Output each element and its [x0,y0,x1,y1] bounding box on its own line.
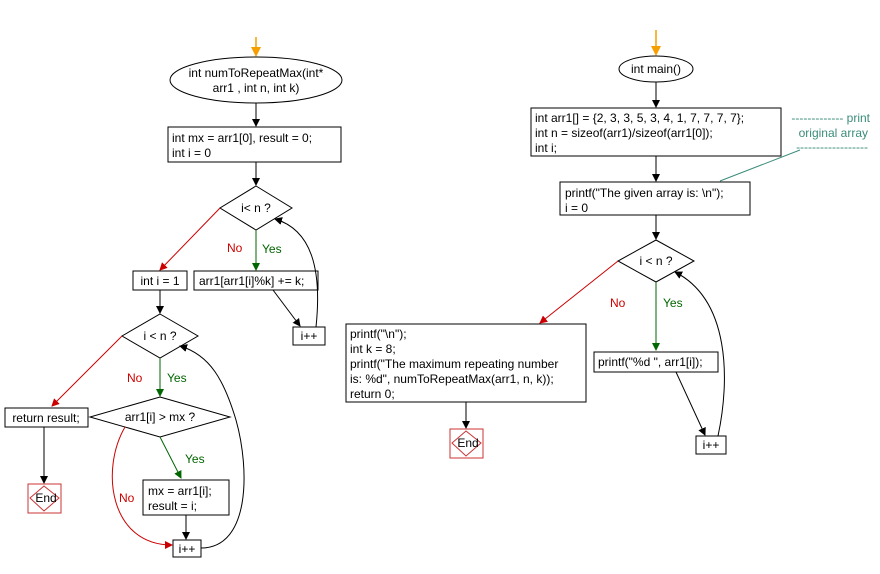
init-box [167,126,342,163]
cond2-no-label: No [127,371,143,385]
comment-connector [719,149,801,182]
init-line1: int mx = arr1[0], result = 0; [172,131,312,145]
final-line4: is: %d", numToRepeatMax(arr1, n, k)); [350,372,554,386]
comment-line3: ------------------ [796,140,868,154]
left-flowchart: int numToRepeatMax(int* arr1 , int n, in… [4,37,343,558]
comment-line2: original array [799,126,868,140]
cond-label: i < n ? [639,254,672,268]
cond3-yes-label: Yes [185,452,205,466]
inc2-text: i++ [179,542,196,556]
arrow-to-inc1 [272,289,301,327]
reset-i-text: int i = 1 [140,274,179,288]
print-line2: i = 0 [565,201,588,215]
final-line1: printf("\n"); [350,327,407,341]
decl-line1: int arr1[] = {2, 3, 3, 5, 3, 4, 1, 7, 7,… [535,111,744,125]
right-flowchart: int main() int arr1[] = {2, 3, 3, 5, 3, … [345,30,871,459]
end1-diamond [29,485,60,512]
loop-print-box [593,351,719,373]
inc1-box [292,326,326,346]
function-header-line2: arr1 , int n, int k) [213,81,300,95]
cond3-no-label: No [119,491,135,505]
cond1-yes-label: Yes [262,242,282,256]
decl-box [530,107,782,157]
loop-print-text: printf("%d ", arr1[i]); [598,355,703,369]
final-box [345,323,587,403]
end1-label: End [35,491,56,505]
cond-no-label: No [610,296,626,310]
init-line2: int i = 0 [172,146,211,160]
cond2-no-arrow [51,335,123,407]
cond-no-arrow [539,260,619,324]
assign-line1: mx = arr1[i]; [148,484,212,498]
cond3-yes-arrow [159,436,182,479]
final-line5: return 0; [350,387,395,401]
inc-text: i++ [703,438,720,452]
comment-line1: ------------- print [791,111,870,125]
cond2-yes-label: Yes [167,371,187,385]
function-header-ellipse [169,56,343,104]
assign-box [142,479,230,516]
inc-box [695,435,727,455]
decl-line3: int i; [535,141,557,155]
return-result-text: return result; [12,411,79,425]
cond1-no-arrow [159,207,221,271]
final-line3: printf("The maximum repeating number [350,357,558,371]
increment-stmt-box [193,270,319,291]
cond1-no-label: No [227,241,243,255]
loop-back-cond2 [179,344,245,549]
loop-back-cond1 [274,217,319,328]
cond3-no-arrow [111,426,173,549]
final-line2: int k = 8; [350,342,396,356]
inc1-text: i++ [301,329,318,343]
decl-line2: int n = sizeof(arr1)/sizeof(arr1[0]); [535,126,713,140]
function-header-line1: int numToRepeatMax(int* [189,66,324,80]
cond2-label: i < n ? [143,329,176,343]
print-box [559,181,751,216]
loop-back-cond [674,271,725,437]
cond-yes-label: Yes [663,296,683,310]
assign-line2: result = i; [148,499,197,513]
print-line1: printf("The given array is: \n"); [565,186,724,200]
cond3-label: arr1[i] > mx ? [125,410,196,424]
return-result-box [4,407,89,428]
increment-stmt-text: arr1[arr1[i]%k] += k; [199,274,304,288]
main-header: int main() [631,62,681,76]
arrow-to-inc [675,371,706,436]
end2-diamond [451,430,482,457]
cond1-label: i< n ? [241,201,271,215]
end2-label: End [457,436,478,450]
